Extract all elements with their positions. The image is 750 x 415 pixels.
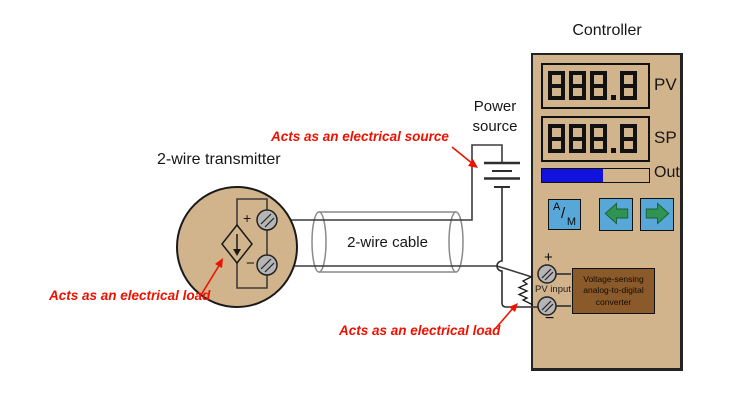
wire-plus-to-power-source [277, 144, 503, 221]
cable-left-end [311, 211, 327, 273]
controller-panel: PV SP Out A / M + PV input − Voltage [531, 53, 683, 371]
annotation-arrow-load-transmitter [200, 258, 223, 296]
transmitter-title: 2-wire transmitter [157, 151, 281, 168]
controller-plus-terminal [537, 264, 557, 284]
am-button-m: M [566, 216, 576, 228]
annotation-source-text: Acts as an electrical source [271, 129, 449, 144]
pv-input-minus-sign: − [545, 310, 555, 327]
am-button-slash: / [561, 205, 566, 222]
current-source-arrow-head [233, 249, 241, 256]
output-bar [541, 168, 650, 183]
transmitter-plus-terminal [256, 209, 278, 231]
annotation-load-transmitter-text: Acts as an electrical load [49, 288, 211, 303]
controller-minus-terminal [537, 296, 557, 316]
controller-title: Controller [572, 22, 642, 39]
increment-button[interactable] [640, 198, 674, 231]
pv-input-plus-sign: + [544, 249, 553, 266]
input-resistor [517, 275, 534, 306]
adc-line3: converter [595, 296, 632, 307]
pv-display [541, 63, 650, 109]
output-bar-fill [542, 169, 603, 182]
auto-manual-button[interactable]: A / M [548, 199, 581, 230]
annotation-load-controller-text: Acts as an electrical load [339, 323, 501, 338]
pv-input-label: PV input [535, 284, 571, 295]
annotation-arrow-load-controller [494, 303, 518, 330]
sp-display [541, 116, 650, 162]
transmitter-internal-loop [236, 198, 268, 289]
cable-label: 2-wire cable [347, 234, 428, 251]
pv-display-digits [543, 65, 648, 100]
transmitter-minus-sign: − [246, 255, 255, 272]
adc-line2: analog-to-digital [583, 285, 644, 296]
adc-converter-box: Voltage-sensing analog-to-digital conver… [572, 268, 655, 314]
sp-display-digits [543, 118, 648, 153]
left-arrow-icon [604, 201, 628, 225]
power-source-label: Power source [472, 98, 518, 136]
battery-icon [484, 161, 520, 188]
sp-label: SP [654, 128, 677, 147]
pv-label: PV [654, 75, 677, 94]
decrement-button[interactable] [599, 198, 633, 231]
adc-line1: Voltage-sensing [583, 273, 644, 284]
right-arrow-icon [645, 201, 669, 225]
transmitter-minus-terminal [256, 254, 278, 276]
annotation-arrow-source [451, 146, 478, 168]
out-label: Out [654, 164, 680, 181]
transmitter-plus-sign: + [243, 210, 252, 226]
cable-right-end [448, 211, 464, 273]
wire-power-source-return [496, 187, 538, 308]
am-button-a: A [553, 201, 561, 213]
